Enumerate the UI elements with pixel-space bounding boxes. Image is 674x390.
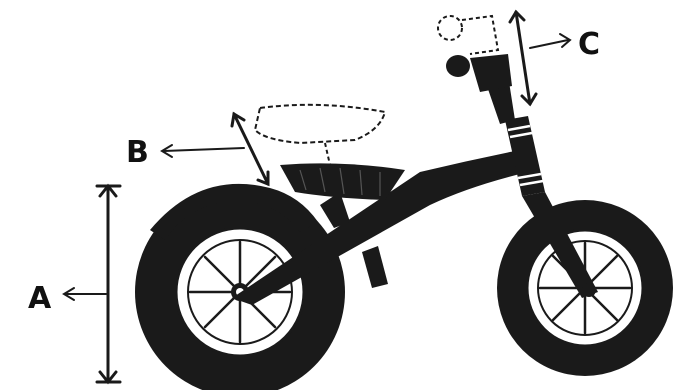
dimension-a: [64, 186, 120, 382]
raised-seat-outline: [255, 105, 385, 143]
label-a: A: [28, 281, 52, 316]
label-c: C: [578, 27, 600, 62]
dimension-c: [510, 12, 570, 104]
dimension-b: [162, 114, 268, 184]
handlebar-grip: [446, 55, 470, 77]
footrest: [362, 246, 388, 288]
raised-handlebar-outline: [438, 16, 498, 54]
label-b: B: [126, 135, 149, 170]
handlebar-clamp: [470, 54, 512, 92]
